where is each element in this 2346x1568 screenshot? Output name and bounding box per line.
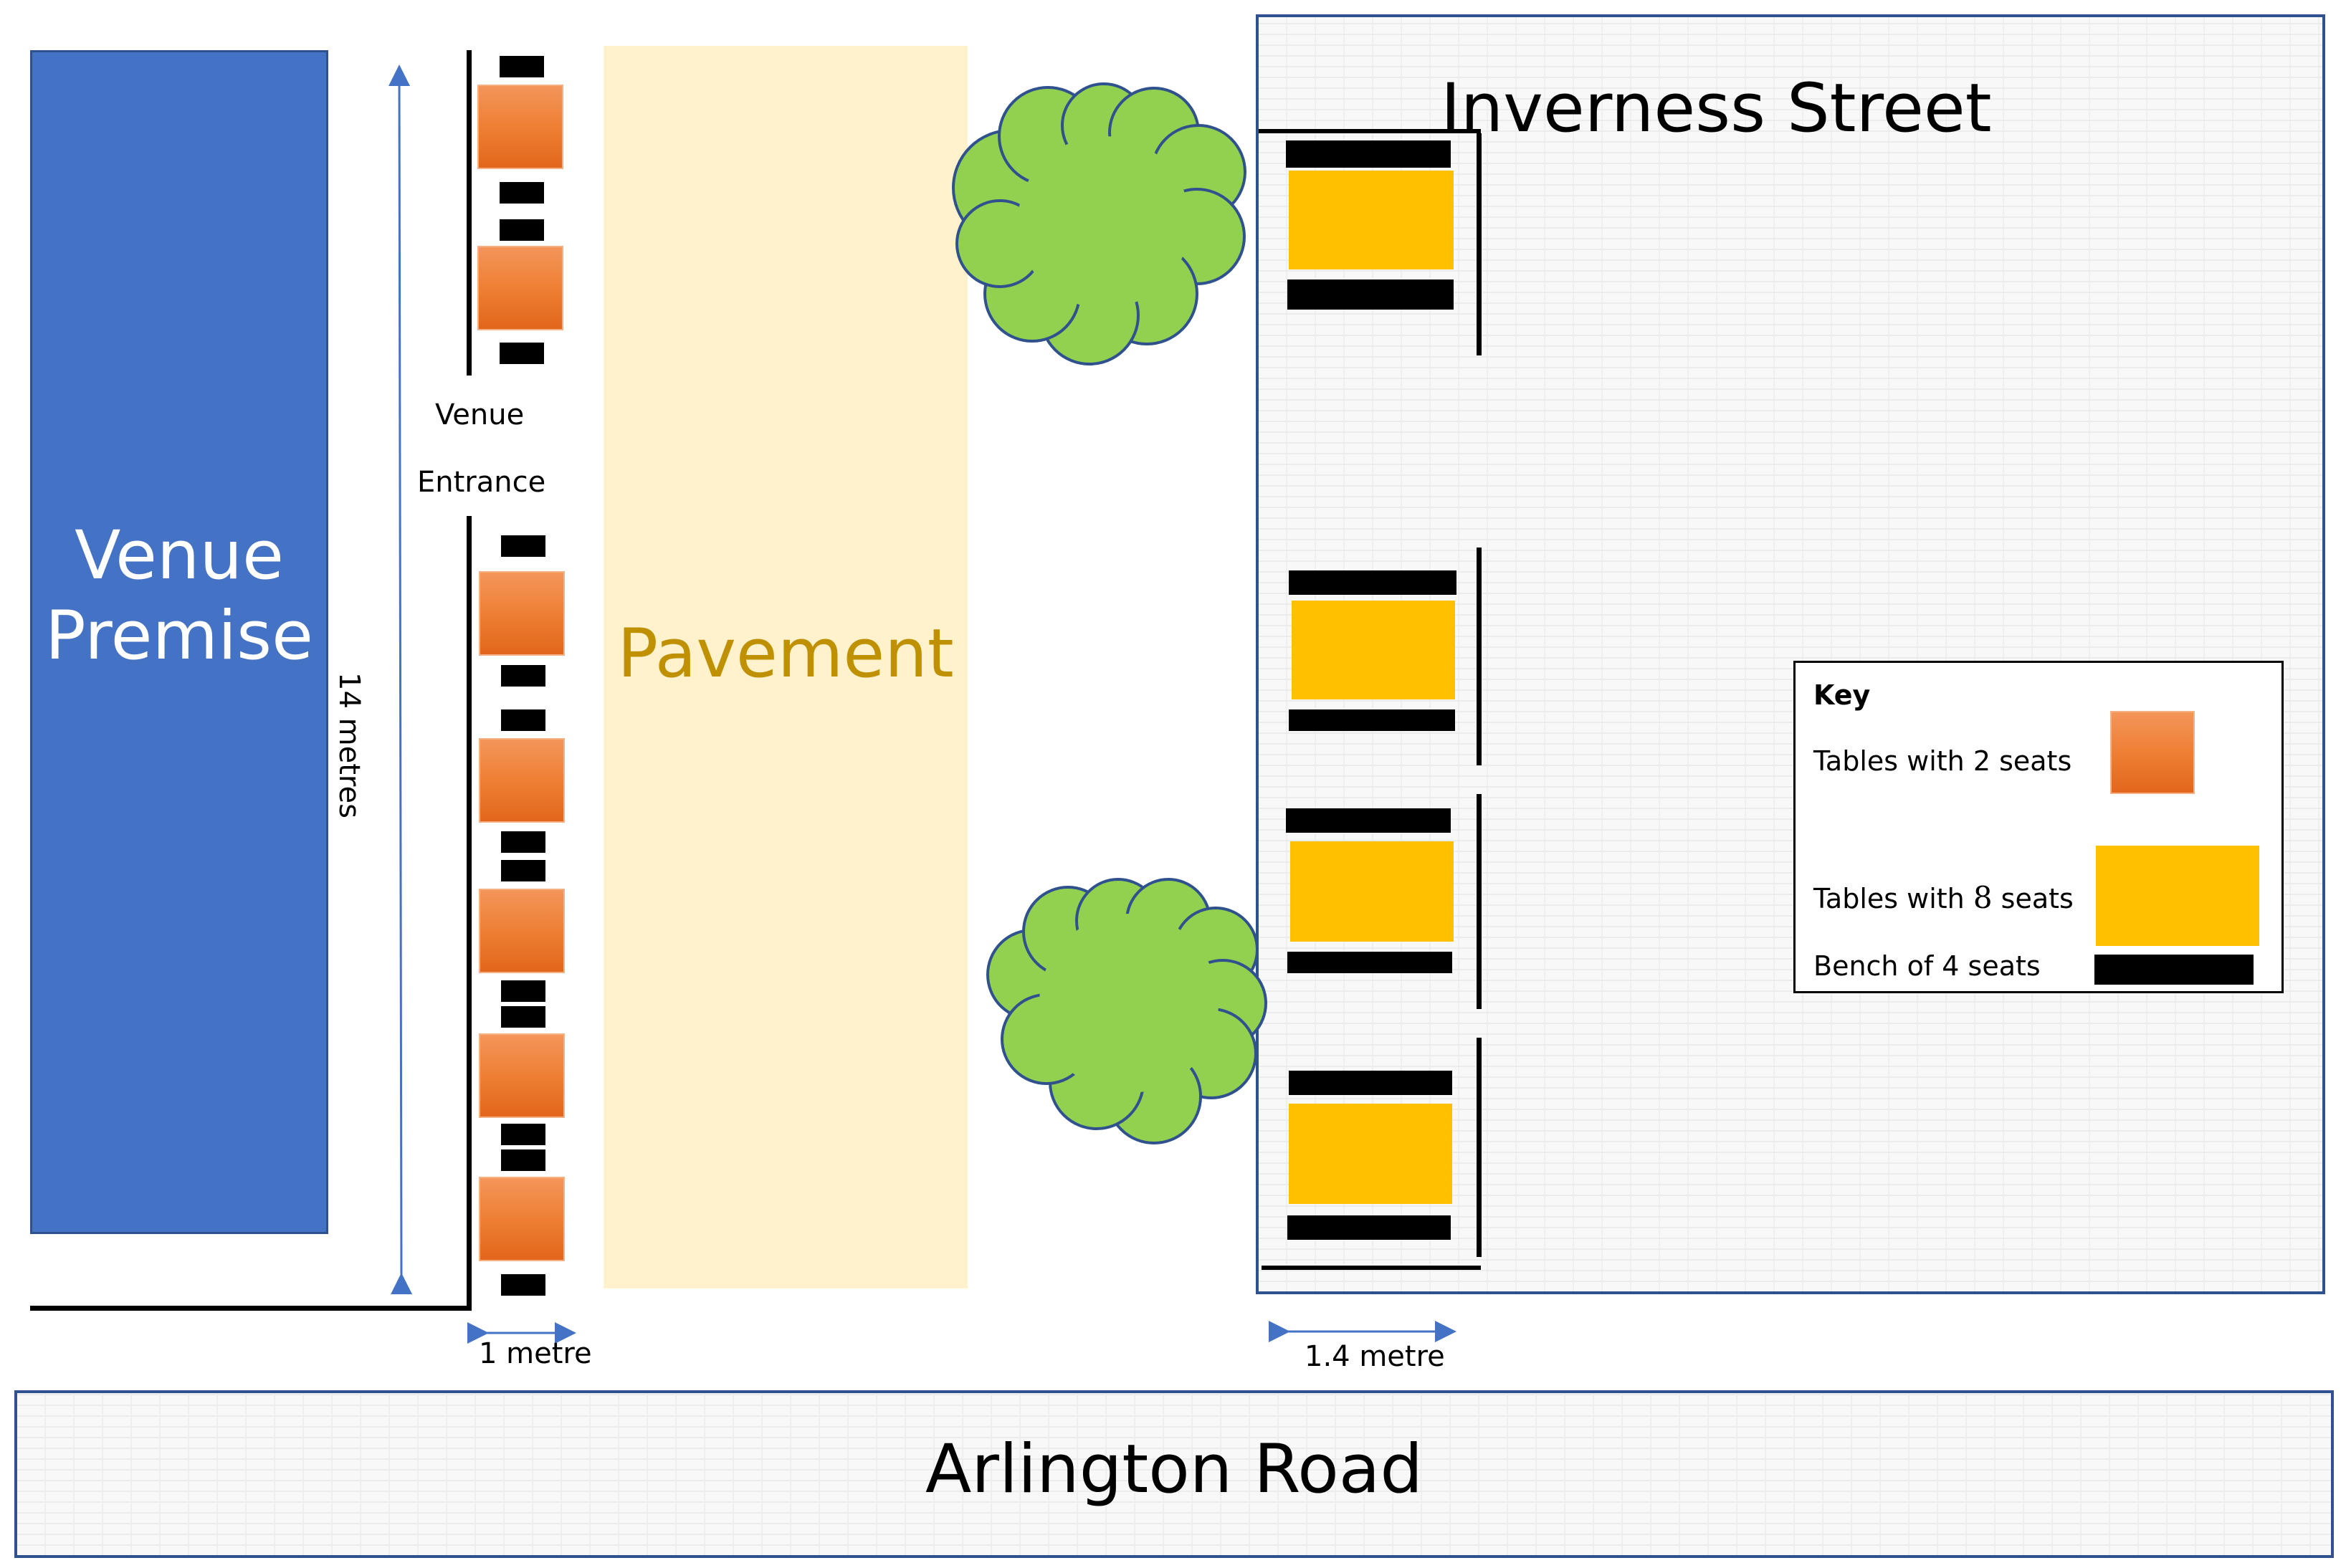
- bench: [1287, 1215, 1451, 1240]
- street-wall-upper: [1477, 133, 1482, 355]
- street-wall-top: [1259, 129, 1481, 133]
- table-2-seats: [479, 1033, 565, 1118]
- bench: [1287, 279, 1454, 310]
- bench: [501, 535, 545, 557]
- bench: [1286, 808, 1451, 833]
- table-8-seats: [1289, 1104, 1452, 1204]
- bench: [501, 1006, 545, 1028]
- table-2-seats: [477, 85, 563, 169]
- street-wall-middle-1: [1477, 548, 1482, 765]
- bench: [501, 1149, 545, 1171]
- arlington-road: [14, 1390, 2334, 1558]
- bench: [500, 343, 544, 364]
- arlington-road-label: Arlington Road: [925, 1430, 1424, 1509]
- key-table-2-seats-swatch: [2110, 711, 2195, 794]
- venue-premise-label-line2: Premise: [45, 597, 313, 675]
- bench: [500, 56, 544, 77]
- key-tables-2-seats-label: Tables with 2 seats: [1813, 745, 2072, 777]
- table-2-seats: [479, 571, 565, 656]
- venue-wall-bottom: [30, 1306, 472, 1311]
- table-2-seats: [479, 1177, 565, 1261]
- street-wall-lower: [1477, 1038, 1482, 1257]
- bench: [501, 980, 545, 1002]
- venue-entrance-label-line2: Entrance: [417, 466, 546, 499]
- venue-premise-label-line1: Venue: [75, 517, 284, 595]
- venue-wall-lower: [467, 516, 472, 1310]
- bench: [501, 709, 545, 731]
- tree-icon: [986, 878, 1267, 1144]
- one-point-four-metre-dimension-label: 1.4 metre: [1305, 1340, 1445, 1373]
- table-2-seats: [479, 738, 565, 823]
- bench: [1289, 709, 1455, 731]
- venue-premise: [30, 50, 328, 1234]
- venue-entrance-label-line1: Venue: [435, 398, 525, 431]
- key-tables-8-seats-number: 8: [1973, 880, 1993, 915]
- table-2-seats: [477, 246, 563, 330]
- key-table-8-seats-swatch: [2096, 846, 2259, 946]
- length-dimension-arrow: [388, 64, 413, 1295]
- street-wall-middle-2: [1477, 794, 1482, 1009]
- tree-icon: [952, 82, 1246, 365]
- bench: [500, 182, 544, 204]
- table-8-seats: [1289, 171, 1454, 269]
- length-dimension-label: 14 metres: [333, 672, 366, 818]
- venue-premise-label: Venue Premise: [30, 516, 328, 677]
- bench: [1287, 952, 1452, 973]
- key-tables-8-seats-suffix: seats: [1992, 883, 2074, 914]
- key-bench-4-seats-label: Bench of 4 seats: [1813, 950, 2041, 982]
- bench: [501, 1274, 545, 1296]
- bench: [501, 860, 545, 881]
- inverness-street-label: Inverness Street: [1441, 70, 1992, 148]
- bench: [1289, 570, 1456, 595]
- key-title: Key: [1813, 679, 1871, 711]
- table-8-seats: [1290, 841, 1454, 942]
- bench: [501, 831, 545, 853]
- key-tables-8-seats-prefix: Tables with: [1813, 883, 1973, 914]
- key-bench-swatch: [2094, 955, 2254, 985]
- bench: [501, 1124, 545, 1145]
- bench: [501, 665, 545, 687]
- venue-wall-upper: [467, 50, 472, 376]
- pavement-label: Pavement: [617, 615, 954, 693]
- bench: [1289, 1071, 1452, 1095]
- table-8-seats: [1292, 601, 1455, 699]
- table-2-seats: [479, 889, 565, 973]
- bench: [500, 219, 544, 241]
- key-tables-8-seats-label: Tables with 8 seats: [1813, 880, 2074, 915]
- one-metre-dimension-label: 1 metre: [479, 1337, 592, 1370]
- pavement: [604, 46, 968, 1289]
- street-wall-bottom: [1262, 1266, 1481, 1270]
- bench: [1286, 140, 1451, 168]
